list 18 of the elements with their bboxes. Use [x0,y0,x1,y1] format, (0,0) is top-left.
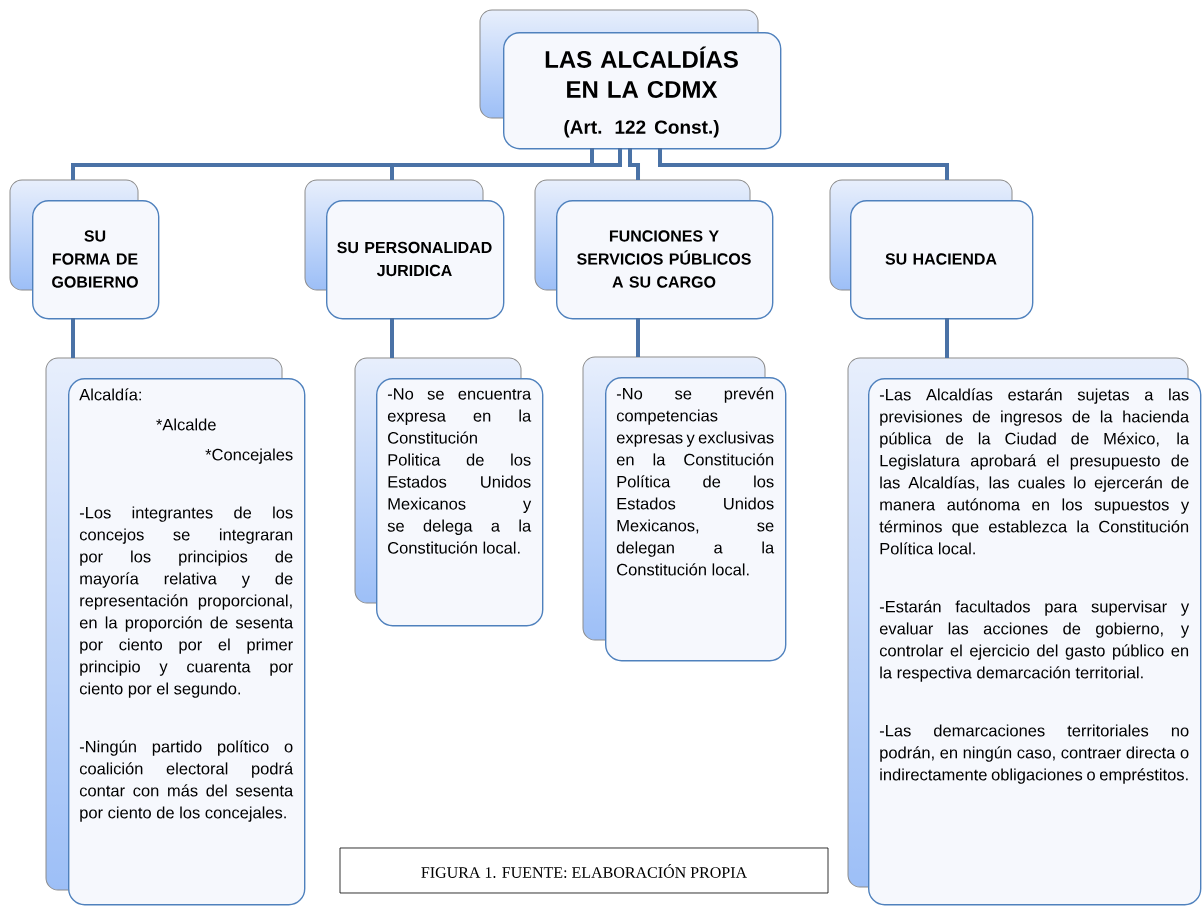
connector-line [71,318,75,358]
connector-line [390,148,622,180]
category-box: FUNCIONES Y SERVICIOS PÚBLICOS A SU CARGO [534,179,774,320]
connector-line [658,148,949,180]
text-box: -Las Alcaldías estarán sujetas a las previsiones de ingresos de la hacienda pública de la Ciudad de México, la Legislatura aprobará el presupuesto de las Alcaldías, las cuales lo ejercerán de manera autónoma en los supuestos y términos que establezca la Constitución Política local. -Estarán facultados para supervisar y evaluar las acciones de gobierno, y controlar el ejercicio del gasto público en la respectiva demarcación territorial. -Las demarcaciones territoriales no podrán, en ningún caso, contraer directa o indirectamente obligaciones o empréstitos. [847,357,1202,906]
category-box: SU FORMA DE GOBIERNO [9,179,160,320]
connector-line [628,148,640,180]
category-box: SU PERSONALIDAD JURIDICA [304,179,505,320]
category-box: SU HACIENDA [829,179,1034,320]
text-box: -No se encuentra expresa en la Constitución Politica de los Estados Unidos Mexicanos y se delega a la Constitución local. [354,357,544,627]
connector-line [390,318,394,358]
connector-line [636,318,640,357]
connector-line [945,318,949,358]
text-box: -No se prevén competencias expresas y exclusivas en la Constitución Política de los Estados Unidos Mexicanos, se delegan a la Constitución local. [582,356,787,662]
text-box: Alcaldía: *Alcalde *Concejales -Los integrantes de los concejos se integraran por los principios de mayoría relativa y de representación proporcional, en la proporción de sesenta por ciento por el primer principio y cuarenta por ciento por el segundo. -Ningún partido político o coalición electoral podrá contar con más del sesenta por ciento de los concejales. [45,357,306,906]
caption-box: FIGURA 1. FUENTE: ELABORACIÓN PROPIA [339,847,829,894]
title-box: LAS ALCALDÍAS EN LA CDMX (Art. 122 Const.) [479,9,782,150]
connector-line [71,148,594,180]
